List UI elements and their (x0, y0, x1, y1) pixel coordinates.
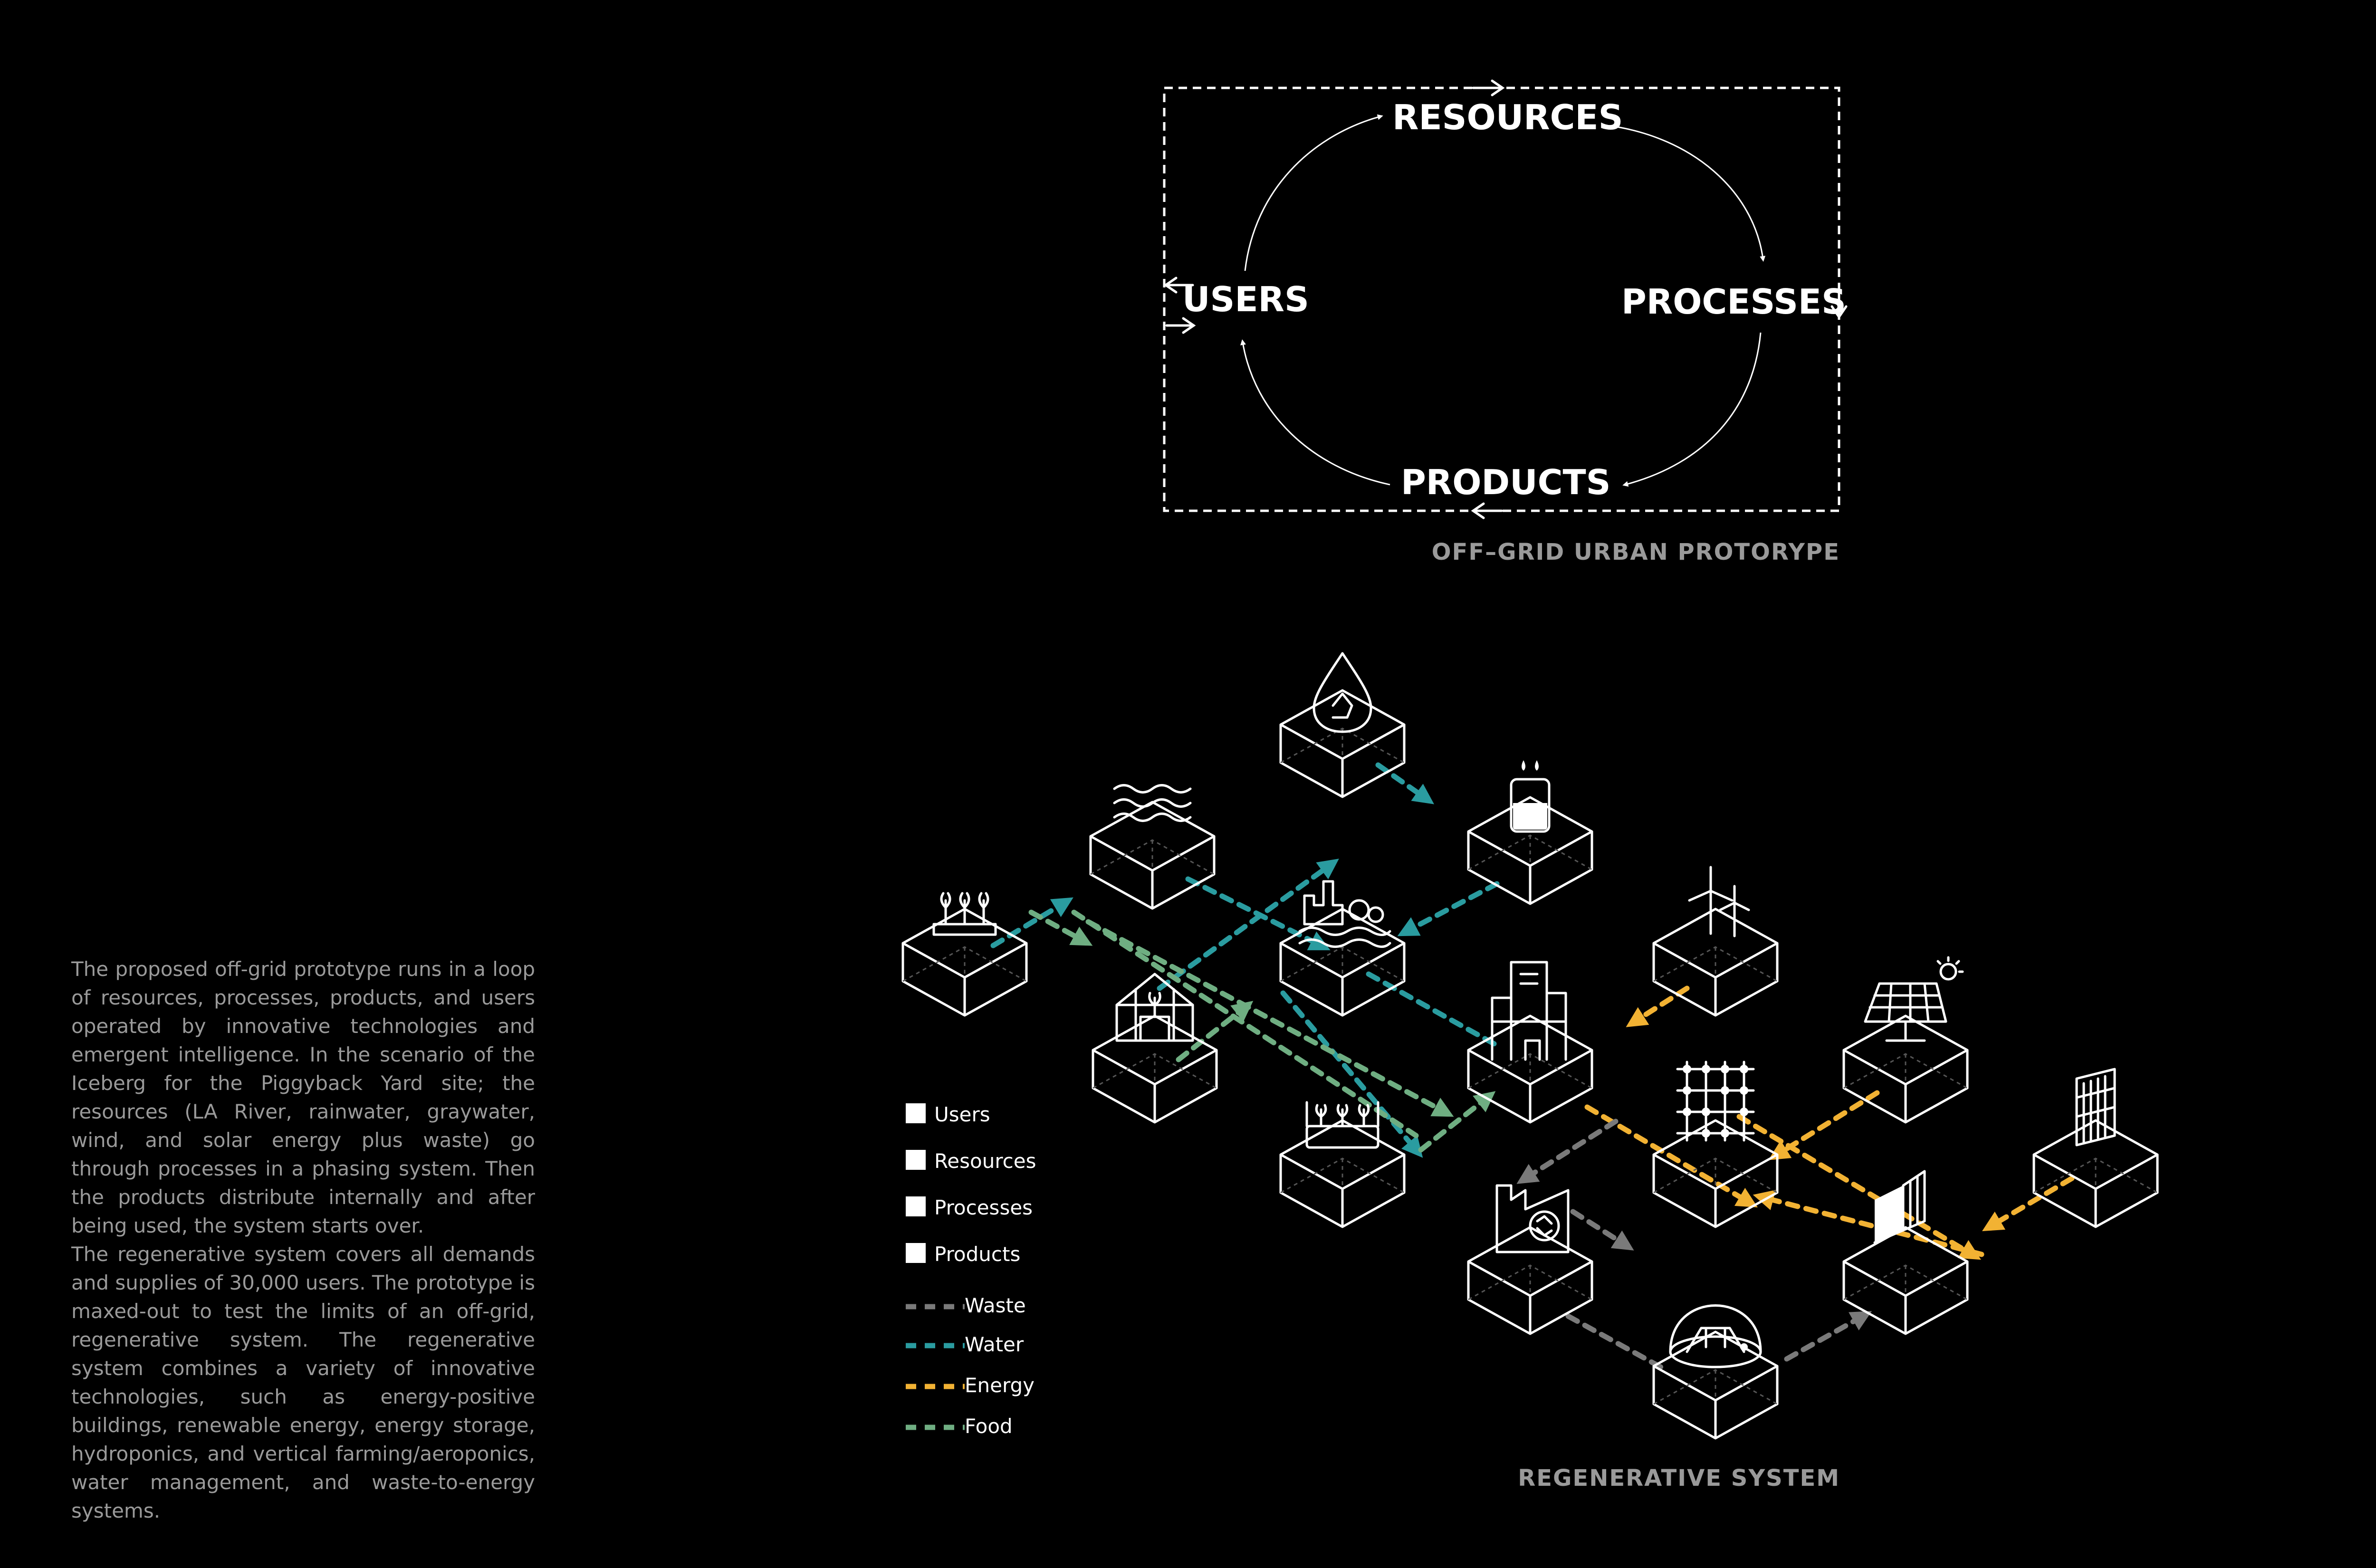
cycle-products: PRODUCTS (1401, 462, 1610, 502)
waste-flows (1516, 1119, 1872, 1371)
water-flow (1397, 881, 1500, 937)
node-wind (1652, 866, 1779, 1017)
battery-stack-icon (2075, 1068, 2116, 1147)
energy-flows (1584, 985, 2075, 1260)
waves-icon (1113, 784, 1192, 822)
node-dome (1652, 1304, 1779, 1440)
node-river (1089, 784, 1216, 910)
legend-item-resources: Resources (906, 1149, 1036, 1173)
energy-flow (1982, 1176, 2075, 1232)
water-plant-icon (1298, 880, 1391, 948)
water-flows (990, 762, 1500, 1158)
energy-flow (1626, 985, 1690, 1027)
cycle-users: USERS (1182, 279, 1309, 319)
legend-label-processes: Processes (934, 1196, 1033, 1219)
smart-grid-icon (1676, 1061, 1755, 1142)
cycle-resources: RESOURCES (1392, 97, 1623, 137)
water-flow (1185, 876, 1331, 950)
food-flow (1418, 1091, 1496, 1153)
water-flow (1157, 859, 1339, 991)
waste-flow (1570, 1209, 1634, 1251)
food-flow (1071, 909, 1419, 1138)
node-hydroponics (1279, 1101, 1406, 1228)
food-flow (1028, 909, 1093, 946)
legend-label-waste: Waste (965, 1294, 1026, 1317)
legend-item-processes: Processes (906, 1196, 1033, 1219)
water-flow (1375, 762, 1435, 804)
legend-label-food: Food (965, 1415, 1013, 1438)
system-caption: REGENERATIVE SYSTEM (1518, 1465, 1840, 1492)
legend-label-energy: Energy (965, 1374, 1035, 1397)
food-flow (1085, 919, 1454, 1117)
legend-flow-food: Food (906, 1415, 1013, 1438)
cycle-caption: OFF–GRID URBAN PROTORYPE (1432, 539, 1840, 565)
biodome-icon (1669, 1304, 1762, 1368)
node-tank (1467, 760, 1593, 905)
waste-flow (1784, 1311, 1872, 1362)
food-flows (1028, 909, 1496, 1153)
legend-label-water: Water (965, 1333, 1024, 1356)
node-battery (2032, 1068, 2159, 1228)
waste-flow (1565, 1313, 1666, 1371)
waste-flow (1516, 1119, 1619, 1184)
legend-flow-water: Water (906, 1333, 1024, 1356)
node-water-drop (1279, 652, 1406, 798)
food-flow (1176, 1001, 1254, 1062)
cycle-diagram: RESOURCES PROCESSES PRODUCTS USERS OFF–G… (1163, 79, 1848, 565)
rain-tank-icon (1510, 760, 1551, 833)
legend-item-products: Products (906, 1243, 1020, 1266)
cycle-processes: PROCESSES (1621, 282, 1846, 322)
crops-icon (932, 892, 997, 936)
node-factory-water (1279, 880, 1406, 1017)
node-waste-plant (1467, 1184, 1593, 1335)
system-nodes (901, 652, 2159, 1440)
legend-flow-energy: Energy (906, 1374, 1035, 1397)
node-storage (1842, 1170, 1969, 1335)
wind-turbine-icon (1688, 866, 1750, 937)
legend-label-resources: Resources (934, 1149, 1036, 1173)
node-greenhouse (1092, 973, 1218, 1124)
hydroponics-icon (1305, 1101, 1380, 1149)
body-text: The proposed off-grid prototype runs in … (71, 955, 535, 1525)
water-flow (1366, 971, 1500, 1048)
body-paragraph-2: The regenerative system covers all deman… (71, 1243, 535, 1522)
energy-flow (1768, 1090, 1880, 1160)
body-paragraph-1: The proposed off-grid prototype runs in … (71, 957, 535, 1237)
node-solar (1842, 956, 1969, 1124)
building-icon (1491, 961, 1567, 1061)
legend: Users Resources Processes Products Waste… (906, 1103, 1036, 1438)
legend-label-users: Users (934, 1103, 990, 1126)
node-farm-left (901, 892, 1028, 1017)
solar-panel-icon (1864, 956, 1964, 1042)
legend-flow-waste: Waste (906, 1294, 1026, 1317)
energy-flow (1753, 1190, 1984, 1257)
energy-storage-icon (1873, 1170, 1926, 1244)
recycling-factory-icon (1495, 1184, 1570, 1253)
frame-arrows (1163, 79, 1848, 519)
legend-item-users: Users (906, 1103, 990, 1126)
flow-lines (990, 762, 2075, 1371)
greenhouse-icon (1115, 973, 1194, 1042)
energy-flow (1736, 1114, 1981, 1260)
node-grid (1652, 1061, 1779, 1228)
node-building (1467, 961, 1593, 1124)
water-flow (990, 897, 1073, 948)
water-drop-icon (1313, 652, 1372, 733)
cycle-arcs (1240, 114, 1766, 487)
legend-label-products: Products (934, 1243, 1020, 1266)
